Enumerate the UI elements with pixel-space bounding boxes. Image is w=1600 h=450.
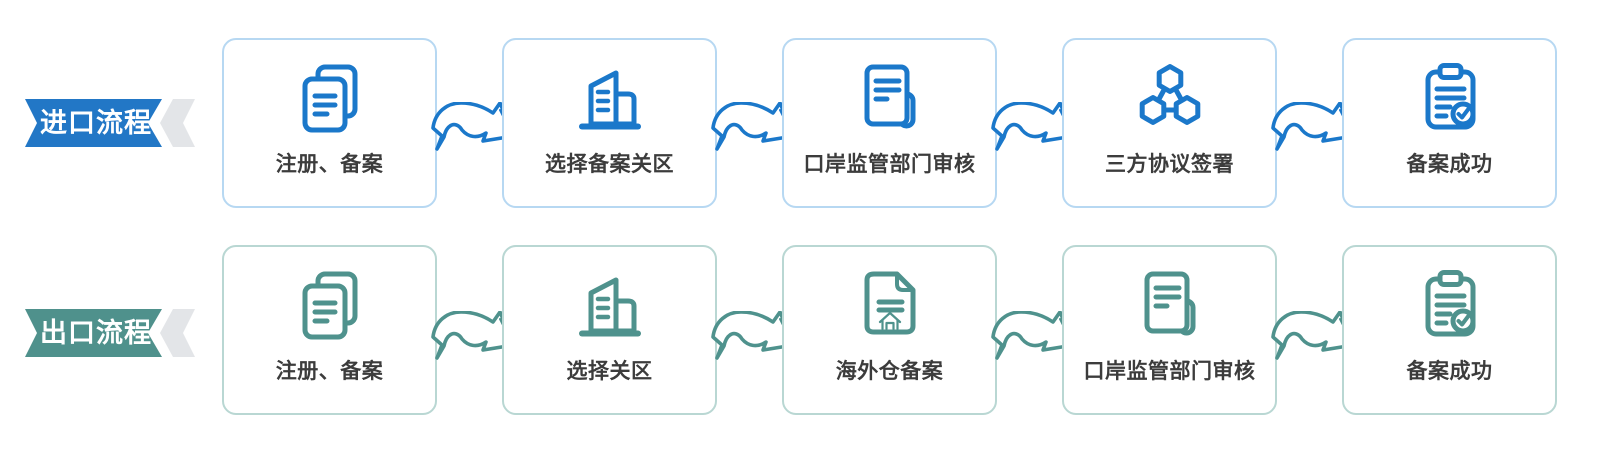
import-step-card-5: 备案成功 [1342, 38, 1557, 208]
export-step-card-3: 海外仓备案 [782, 245, 997, 415]
step-label: 注册、备案 [275, 153, 384, 176]
step-label: 选择备案关区 [545, 153, 674, 176]
documents-icon [290, 265, 370, 345]
import-step-card-3: 口岸监管部门审核 [782, 38, 997, 208]
ribbon-tail [160, 309, 195, 357]
clipboard-check-icon [1410, 58, 1490, 138]
ribbon-tail [160, 99, 195, 147]
document-review-icon [1130, 265, 1210, 345]
warehouse-icon [850, 265, 930, 345]
import-ribbon: 进口流程 [25, 99, 195, 147]
step-label: 备案成功 [1406, 153, 1493, 176]
export-step-card-1: 注册、备案 [222, 245, 437, 415]
building-icon [570, 58, 650, 138]
export-ribbon: 出口流程 [25, 309, 195, 357]
step-label: 口岸监管部门审核 [1083, 360, 1256, 383]
step-label: 注册、备案 [275, 360, 384, 383]
step-label: 选择关区 [566, 360, 653, 383]
ribbon-band [25, 309, 162, 357]
step-label: 三方协议签署 [1105, 153, 1234, 176]
step-label: 海外仓备案 [835, 360, 944, 383]
document-review-icon [850, 58, 930, 138]
step-label: 备案成功 [1406, 360, 1493, 383]
documents-icon [290, 58, 370, 138]
export-ribbon-label: 出口流程 [40, 318, 152, 348]
import-step-card-4: 三方协议签署 [1062, 38, 1277, 208]
import-ribbon-label: 进口流程 [40, 108, 152, 138]
export-step-card-2: 选择关区 [502, 245, 717, 415]
ribbon-band [25, 99, 162, 147]
step-label: 口岸监管部门审核 [803, 153, 976, 176]
import-step-card-2: 选择备案关区 [502, 38, 717, 208]
building-icon [570, 265, 650, 345]
export-step-card-5: 备案成功 [1342, 245, 1557, 415]
clipboard-check-icon [1410, 265, 1490, 345]
export-step-card-4: 口岸监管部门审核 [1062, 245, 1277, 415]
network-icon [1130, 58, 1210, 138]
import-step-card-1: 注册、备案 [222, 38, 437, 208]
